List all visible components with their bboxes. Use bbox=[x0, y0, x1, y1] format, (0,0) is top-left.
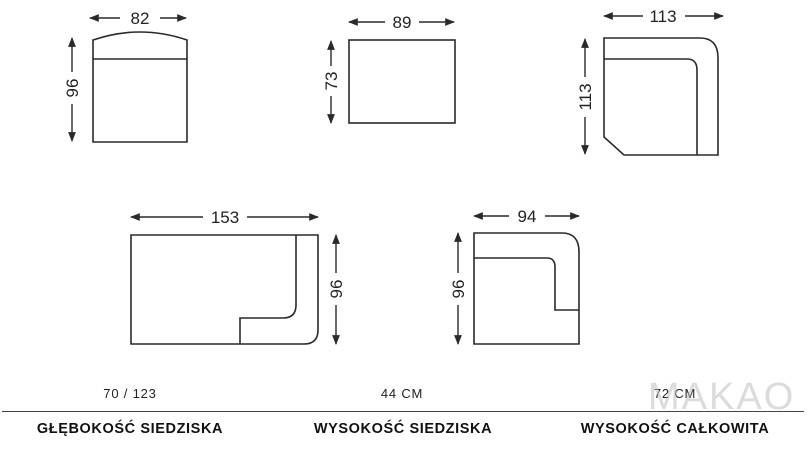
total-height-value: 72 CM bbox=[653, 386, 697, 401]
module-4: 153 96 bbox=[130, 207, 346, 345]
module-1-shape bbox=[92, 31, 188, 143]
module-3-height-label: 113 bbox=[576, 83, 595, 110]
seat-height-label: WYSOKOŚĆ SIEDZISKA bbox=[313, 421, 493, 437]
divider bbox=[2, 411, 804, 412]
module-3-width-label: 113 bbox=[649, 7, 676, 26]
seat-height-value: 44 CM bbox=[380, 386, 424, 401]
seat-depth-value: 70 / 123 bbox=[103, 386, 157, 401]
module-4-height-label: 96 bbox=[327, 280, 346, 299]
module-5-armrest-line bbox=[474, 257, 579, 311]
seat-depth-label: GŁĘBOKOŚĆ SIEDZISKA bbox=[36, 421, 224, 437]
module-2-shape bbox=[348, 39, 456, 124]
module-1-height-label: 96 bbox=[63, 79, 82, 98]
module-1-width-label: 82 bbox=[131, 9, 150, 28]
module-3-backrest-line bbox=[604, 58, 698, 155]
module-2: 89 73 bbox=[321, 12, 456, 124]
module-4-armrest-line bbox=[239, 235, 297, 344]
module-5-height-label: 96 bbox=[449, 280, 468, 299]
module-4-shape bbox=[130, 234, 319, 345]
total-height-label: WYSOKOŚĆ CAŁKOWITA bbox=[580, 421, 770, 437]
module-5-width-label: 94 bbox=[518, 207, 537, 226]
module-3: 113 113 bbox=[575, 6, 724, 156]
module-5: 94 96 bbox=[448, 206, 580, 345]
module-5-shape bbox=[473, 232, 580, 345]
module-3-shape bbox=[603, 37, 719, 156]
module-1: 82 96 bbox=[62, 8, 188, 143]
module-2-height-label: 73 bbox=[322, 72, 341, 91]
module-4-width-label: 153 bbox=[211, 208, 239, 227]
module-2-width-label: 89 bbox=[393, 13, 412, 32]
brand-watermark: MAKAO bbox=[648, 376, 796, 418]
